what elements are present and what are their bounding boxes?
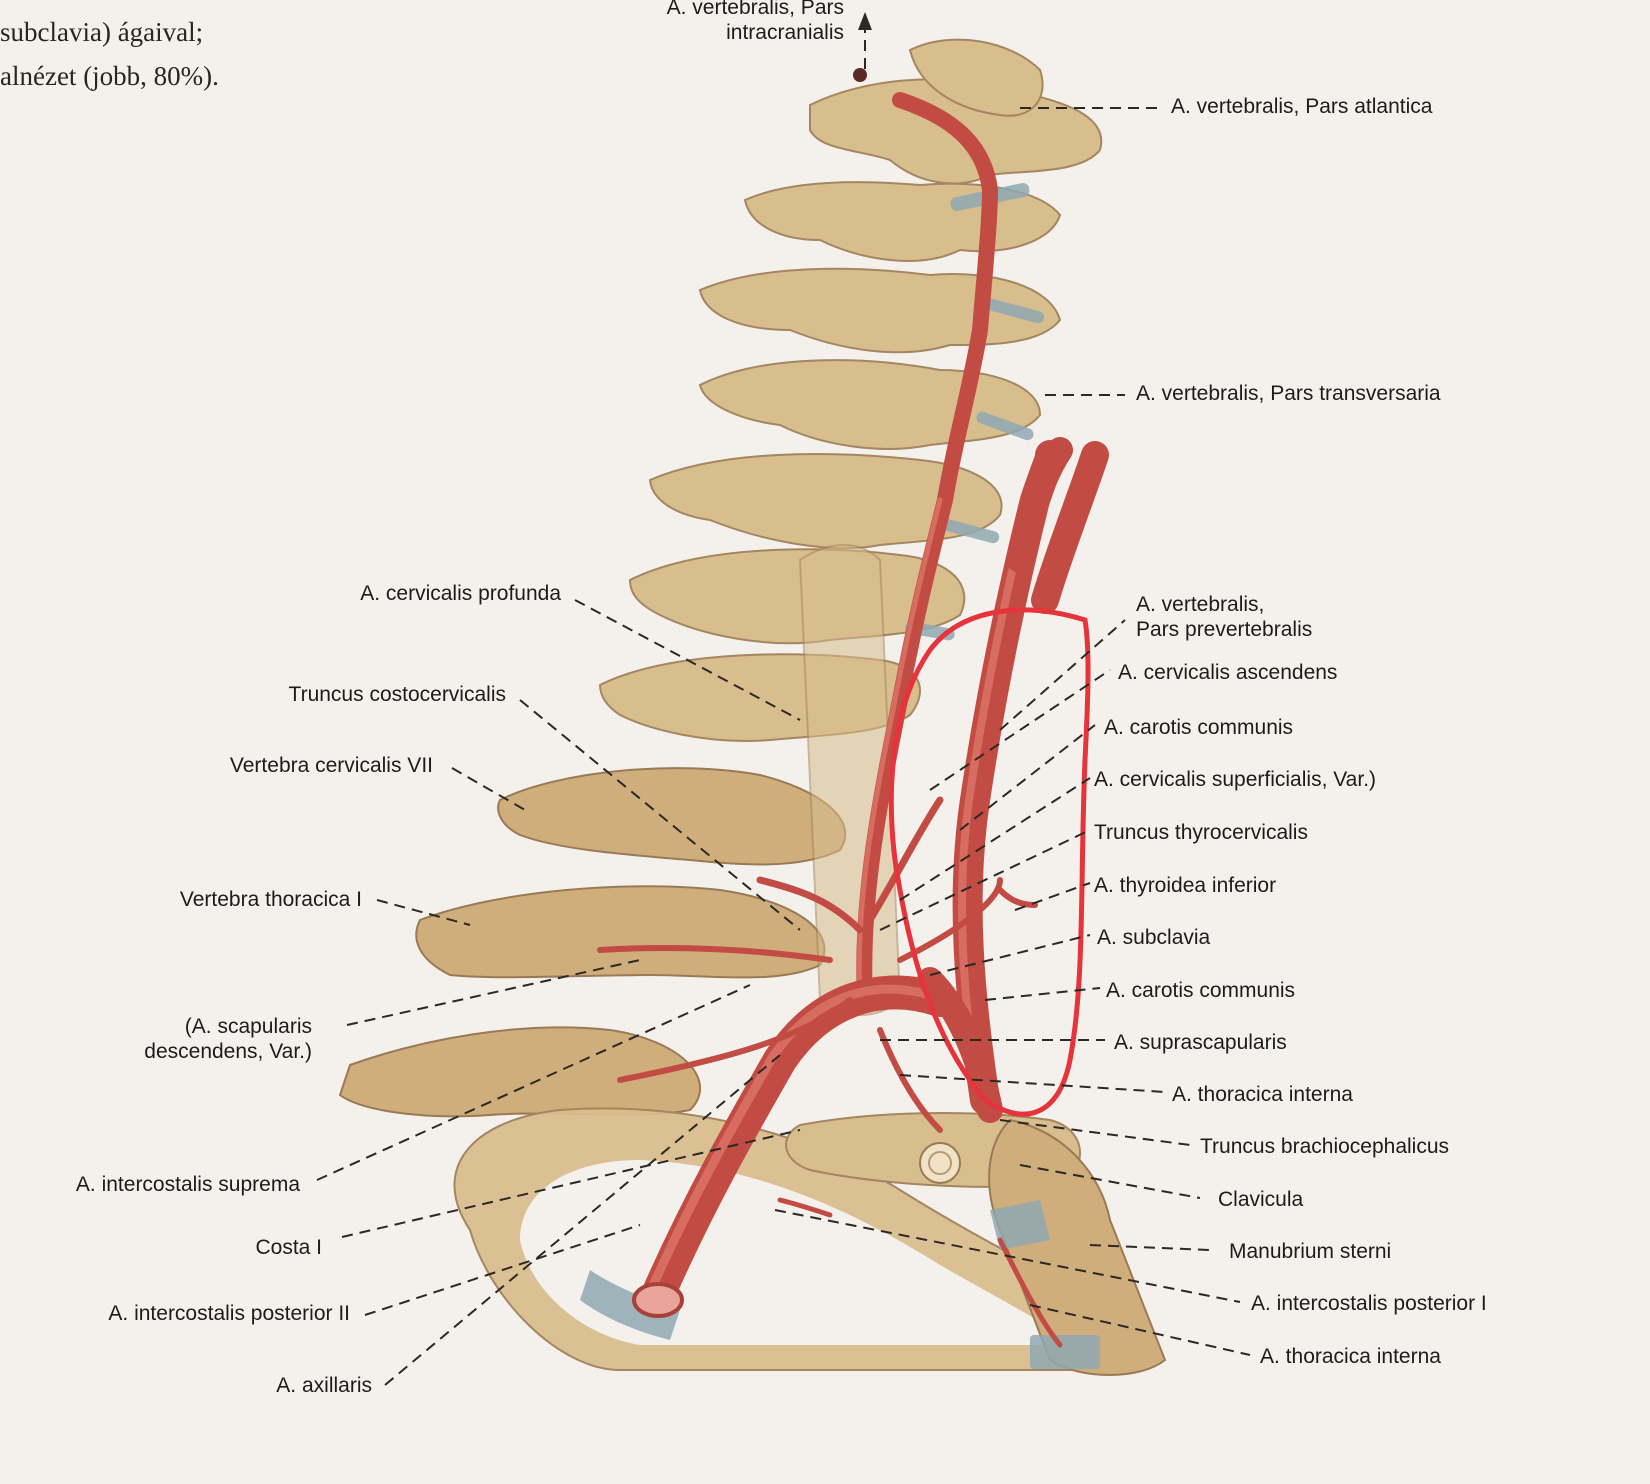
label-intercostalis-suprema: A. intercostalis suprema	[76, 1173, 300, 1196]
label-clavicula: Clavicula	[1218, 1188, 1304, 1211]
label-top-2: intracranialis	[726, 21, 844, 44]
label-cervicalis-profunda: A. cervicalis profunda	[360, 582, 561, 605]
caption-line-1: subclavia) ágaival;	[0, 17, 204, 47]
label-intercostalis-posterior-ii: A. intercostalis posterior II	[108, 1302, 350, 1325]
label-truncus-brachiocephalicus: Truncus brachiocephalicus	[1200, 1135, 1449, 1158]
label-thyroidea-inferior: A. thyroidea inferior	[1094, 874, 1276, 897]
label-carotis-communis-1: A. carotis communis	[1104, 716, 1293, 739]
label-cervicalis-ascendens: A. cervicalis ascendens	[1118, 661, 1337, 684]
label-manubrium-sterni: Manubrium sterni	[1229, 1240, 1391, 1263]
label-vertebra-thoracica-i: Vertebra thoracica I	[180, 888, 362, 911]
label-vertebralis-transversaria: A. vertebralis, Pars transversaria	[1136, 382, 1441, 405]
label-truncus-costocervicalis: Truncus costocervicalis	[289, 683, 506, 706]
arteries	[597, 68, 1109, 1348]
caption-line-2: alnézet (jobb, 80%).	[0, 61, 219, 91]
label-intercostalis-posterior-1: A. intercostalis posterior I	[1251, 1292, 1487, 1315]
label-top-1: A. vertebralis, Pars	[667, 0, 844, 19]
label-vertebralis-prevertebralis-1: A. vertebralis,	[1136, 593, 1264, 616]
label-cervicalis-superficialis: A. cervicalis superficialis, Var.)	[1094, 768, 1376, 791]
label-vertebralis-prevertebralis-2: Pars prevertebralis	[1136, 618, 1312, 641]
labels: A. vertebralis, Pars intracranialis A. v…	[76, 0, 1487, 1397]
label-thoracica-interna-2: A. thoracica interna	[1260, 1345, 1441, 1368]
leader-lines	[316, 12, 1251, 1386]
label-costa-i: Costa I	[255, 1236, 322, 1259]
cervical-spine	[415, 38, 1103, 1016]
label-vertebralis-atlantica: A. vertebralis, Pars atlantica	[1171, 95, 1433, 118]
label-scapularis-descendens-1: (A. scapularis	[185, 1015, 312, 1038]
highlight-outline	[888, 607, 1091, 1117]
label-suprascapularis: A. suprascapularis	[1114, 1031, 1287, 1054]
label-scapularis-descendens-2: descendens, Var.)	[144, 1040, 312, 1063]
label-truncus-thyrocervicalis: Truncus thyrocervicalis	[1094, 821, 1308, 844]
thoracic-skeleton	[338, 1026, 1167, 1376]
label-axillaris: A. axillaris	[276, 1374, 372, 1397]
label-vertebra-cervicalis-vii: Vertebra cervicalis VII	[230, 754, 433, 777]
label-thoracica-interna-1: A. thoracica interna	[1172, 1083, 1353, 1106]
label-carotis-communis-2: A. carotis communis	[1106, 979, 1295, 1002]
label-subclavia: A. subclavia	[1097, 926, 1211, 949]
